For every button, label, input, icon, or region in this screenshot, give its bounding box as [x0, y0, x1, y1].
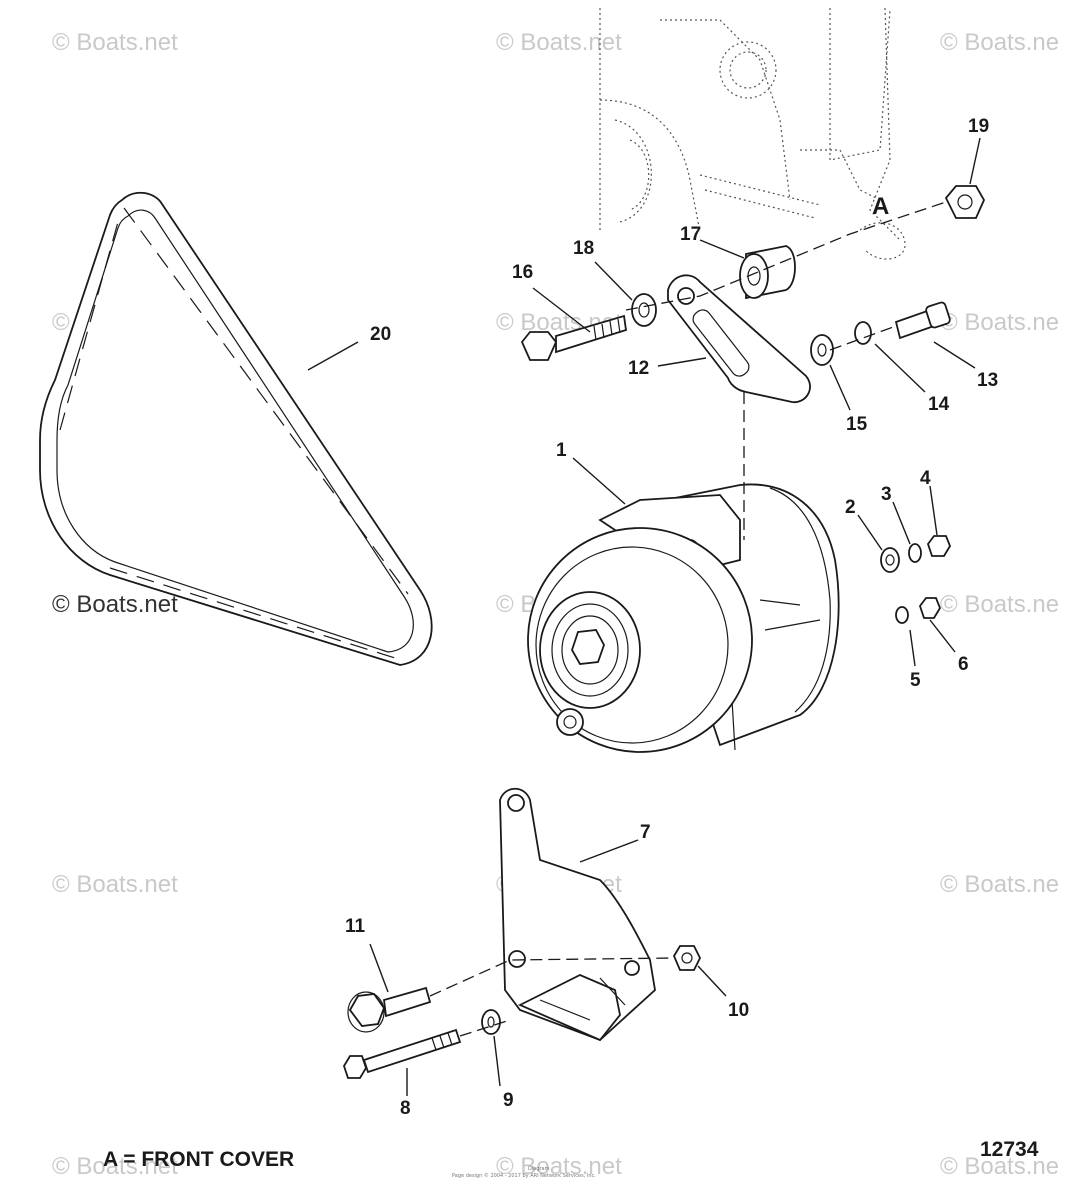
washer-15 [810, 334, 834, 366]
spacer [739, 245, 796, 300]
watermark: © Boats.ne [940, 591, 1059, 618]
lockwasher-5 [895, 606, 909, 624]
callout-4: 4 [920, 468, 931, 489]
watermark: © Boats.ne [940, 1153, 1059, 1180]
adjusting-bracket [667, 274, 811, 403]
washer-9 [481, 1009, 501, 1035]
callout-13: 13 [977, 370, 998, 391]
lockwasher-14 [854, 321, 872, 345]
callout-16: 16 [512, 262, 533, 283]
watermark: © Boats.ne [940, 871, 1059, 898]
front-cover-outline [599, 7, 906, 260]
nut-6 [918, 597, 942, 619]
flange-bolt-11 [347, 986, 432, 1033]
alternator [527, 483, 840, 753]
watermark: © Boats.ne [940, 309, 1059, 336]
watermark: © Boats.net [52, 1153, 178, 1180]
bolt-8 [343, 1028, 462, 1079]
drive-belt [39, 191, 433, 666]
watermark: © Boats.net [496, 29, 622, 56]
reference-letter: A [872, 193, 889, 220]
washer-18 [631, 293, 657, 327]
callout-18: 18 [573, 238, 594, 259]
nut-19 [944, 185, 986, 219]
callout-17: 17 [680, 224, 701, 245]
watermark: © Boats.net [52, 29, 178, 56]
bolt-13 [894, 301, 951, 340]
callout-14: 14 [928, 394, 950, 415]
watermark: © Boats.net [496, 1153, 622, 1180]
figure-number: 12734 [980, 1138, 1039, 1161]
footer-line-1: Diagram [528, 1166, 550, 1172]
callouts: 1 2 3 4 5 6 7 8 9 10 11 12 13 14 15 16 1… [345, 116, 998, 1119]
callout-3: 3 [881, 484, 892, 505]
lockwasher-3 [908, 543, 922, 563]
bolt-16 [520, 314, 627, 361]
callout-10: 10 [728, 1000, 749, 1021]
callout-1: 1 [556, 440, 567, 461]
washer-2 [880, 547, 900, 573]
callout-5: 5 [910, 670, 921, 691]
callout-12: 12 [628, 358, 649, 379]
watermark: © Boats.net [52, 871, 178, 898]
callout-11: 11 [345, 916, 366, 937]
legend-front-cover: A = FRONT COVER [103, 1148, 294, 1171]
callout-7: 7 [640, 822, 651, 843]
callout-8: 8 [400, 1098, 411, 1119]
nut-4 [926, 535, 952, 557]
callout-19: 19 [968, 116, 989, 137]
leader-lines [307, 137, 981, 1096]
callout-15: 15 [846, 414, 868, 435]
nut-10 [672, 945, 702, 971]
assembly-lines [429, 201, 947, 1037]
watermark: © Boats.ne [940, 29, 1059, 56]
footer-line-2: Page design © 2004 - 2017 by ARI Network… [452, 1172, 596, 1179]
watermark: © Boats.net [52, 591, 178, 618]
mounting-bracket [499, 787, 656, 1042]
callout-6: 6 [958, 654, 969, 675]
callout-9: 9 [503, 1090, 514, 1111]
callout-2: 2 [845, 497, 856, 518]
callout-20: 20 [370, 324, 391, 345]
